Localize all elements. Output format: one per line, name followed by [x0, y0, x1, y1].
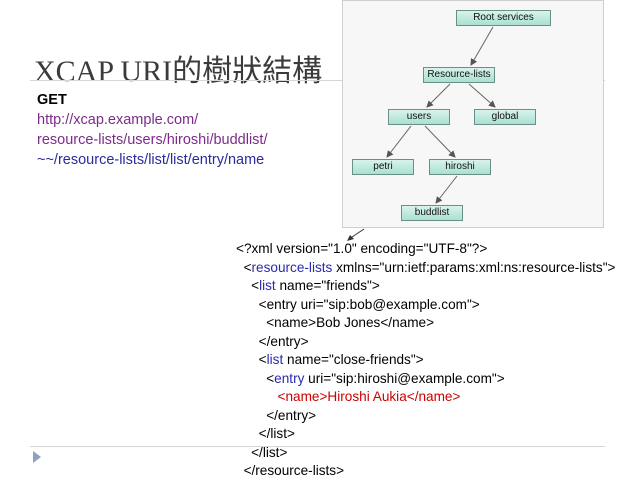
edge-root-resource-lists	[470, 26, 494, 66]
xml-line-6: </entry>	[258, 333, 309, 349]
node-users: users	[388, 109, 450, 125]
xml-line-4: <entry uri="sip:bob@example.com">	[258, 296, 480, 312]
xml-line-7: <list name="close-friends">	[258, 352, 424, 367]
tree-edges	[386, 26, 496, 204]
node-resource-lists: Resource-lists	[423, 67, 495, 83]
request-block: GET http://xcap.example.com/ resource-li…	[37, 90, 267, 170]
xml-line-10: </entry>	[266, 407, 317, 423]
slide-title: XCAP URI的樹狀結構	[34, 55, 323, 88]
edge-resource-lists-users	[426, 83, 451, 108]
node-global: global	[474, 109, 536, 125]
xml-line-12: </list>	[251, 444, 288, 460]
node-petri: petri	[352, 159, 414, 175]
request-path-document: resource-lists/users/hiroshi/buddlist/	[37, 132, 268, 148]
xml-line-2: <resource-lists xmlns="urn:ietf:params:x…	[243, 259, 616, 275]
node-hiroshi: hiroshi	[429, 159, 491, 175]
node-buddlist: buddlist	[401, 205, 463, 221]
edge-resource-lists-global	[468, 83, 496, 108]
edge-users-hiroshi	[424, 125, 456, 158]
xml-line-1: <?xml version="1.0" encoding="UTF-8"?>	[236, 241, 488, 256]
xml-document: <?xml version="1.0" encoding="UTF-8"?> <…	[236, 240, 615, 481]
title-divider	[30, 80, 605, 81]
edge-users-petri	[386, 125, 412, 158]
xml-line-5: <name>Bob Jones</name>	[266, 315, 435, 330]
xml-line-9: <name>Hiroshi Aukia</name>	[277, 389, 461, 404]
request-path-node-selector: ~~/resource-lists/list/list/entry/name	[37, 152, 265, 168]
footer-divider	[30, 446, 605, 447]
bullet-icon	[33, 451, 41, 463]
xml-line-3: <list name="friends">	[251, 278, 380, 293]
xml-line-11: </list>	[258, 426, 295, 441]
arrow-icon	[347, 228, 365, 241]
http-method: GET	[37, 92, 67, 108]
node-root-services: Root services	[456, 10, 551, 26]
xml-line-8: <entry uri="sip:hiroshi@example.com">	[266, 370, 505, 386]
edge-hiroshi-buddlist	[435, 175, 458, 204]
tree-diagram: Root services Resource-lists users globa…	[342, 0, 604, 228]
xml-line-13: </resource-lists>	[243, 463, 345, 478]
request-url: http://xcap.example.com/	[37, 112, 199, 128]
